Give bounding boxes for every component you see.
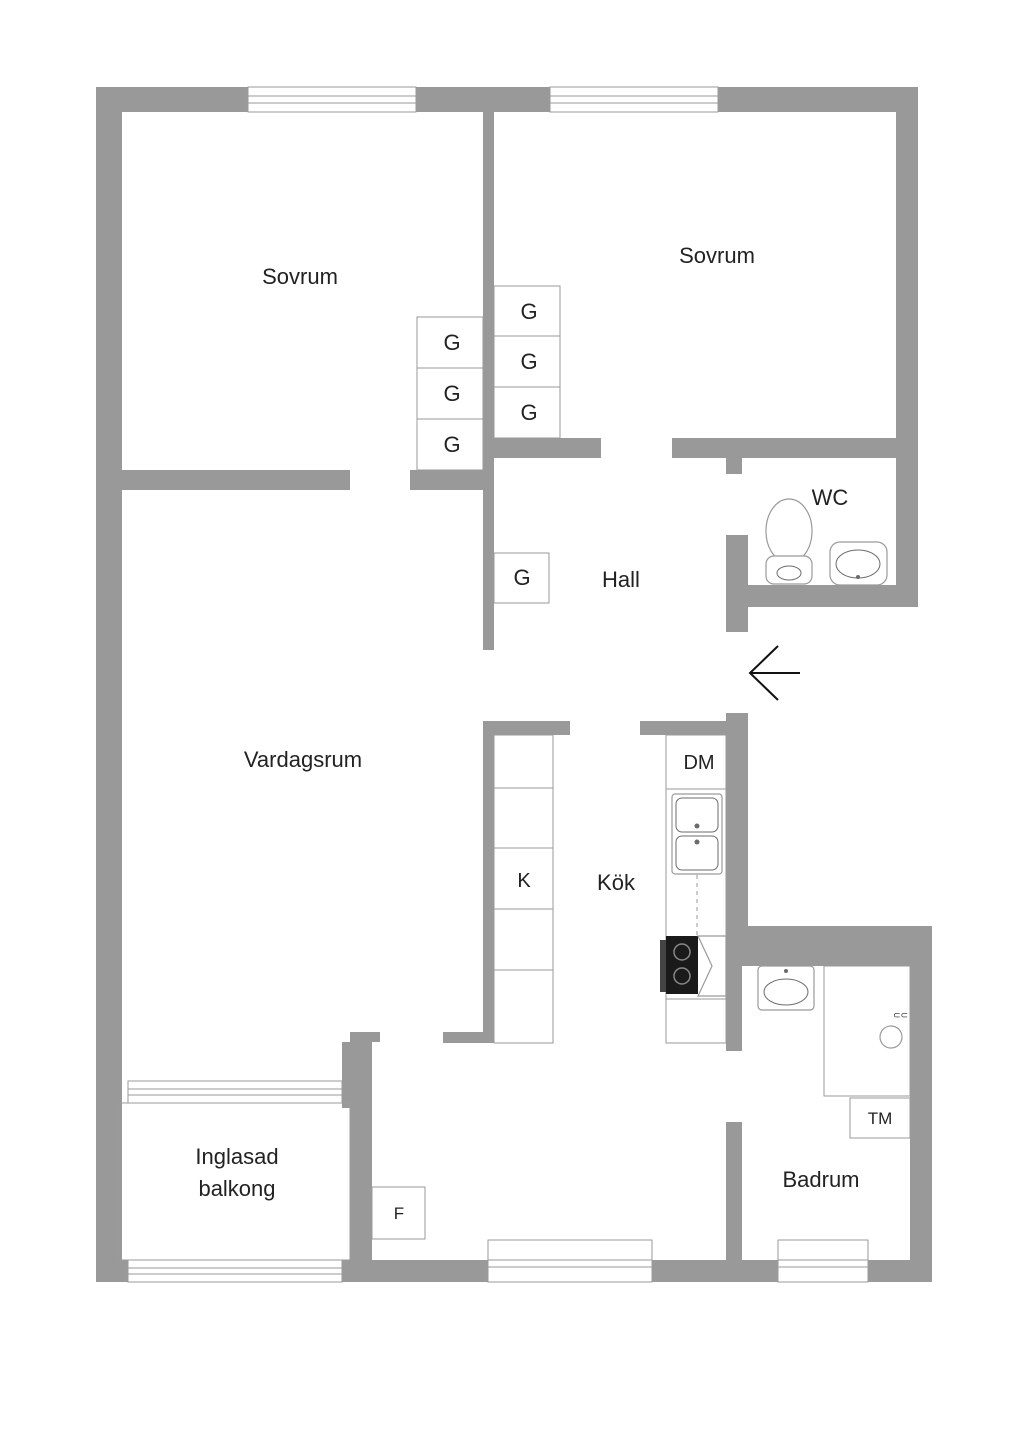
room-label-balcony-line2: balkong (198, 1176, 275, 1201)
wardrobe-left-stack (416, 316, 484, 471)
wardrobe-right-stack (493, 285, 561, 439)
room-label-kitchen: Kök (597, 870, 636, 895)
room-label-bathroom: Badrum (782, 1167, 859, 1192)
freezer (371, 1186, 426, 1240)
double-sink-icon (671, 793, 723, 875)
kitchen-counter-left (493, 734, 554, 1044)
arrow-left-icon (748, 645, 800, 701)
room-label-bedroom-right: Sovrum (679, 243, 755, 268)
wardrobe-label: G (513, 565, 530, 590)
interior-walls (122, 112, 896, 1282)
svg-text:⊂⊂: ⊂⊂ (893, 1010, 908, 1020)
wc-sink-icon (829, 541, 888, 586)
windows (96, 86, 869, 1283)
dishwasher-label: DM (683, 752, 714, 774)
dryer (849, 1097, 911, 1139)
room-label-living: Vardagsrum (244, 747, 362, 772)
room-label-balcony-line1: Inglasad (195, 1144, 278, 1169)
stove-icon (660, 935, 727, 997)
dryer-label: TM (868, 1109, 893, 1128)
wardrobe-label: G (443, 432, 460, 457)
wardrobe-label: G (443, 330, 460, 355)
wardrobe-label: G (520, 349, 537, 374)
wardrobe-label: G (443, 381, 460, 406)
wardrobe-label: G (520, 400, 537, 425)
toilet-icon (765, 498, 813, 585)
freezer-label: F (394, 1204, 404, 1223)
kitchen-counter-right (665, 734, 727, 1044)
shower-icon: ⊂⊂ (823, 965, 911, 1097)
bathroom-sink-icon (757, 965, 815, 1011)
room-label-wc: WC (812, 485, 849, 510)
room-label-hall: Hall (602, 567, 640, 592)
room-label-bedroom-left: Sovrum (262, 264, 338, 289)
fridge-label: K (517, 870, 531, 892)
wardrobe-label: G (520, 299, 537, 324)
wardrobe-hall (493, 552, 550, 604)
